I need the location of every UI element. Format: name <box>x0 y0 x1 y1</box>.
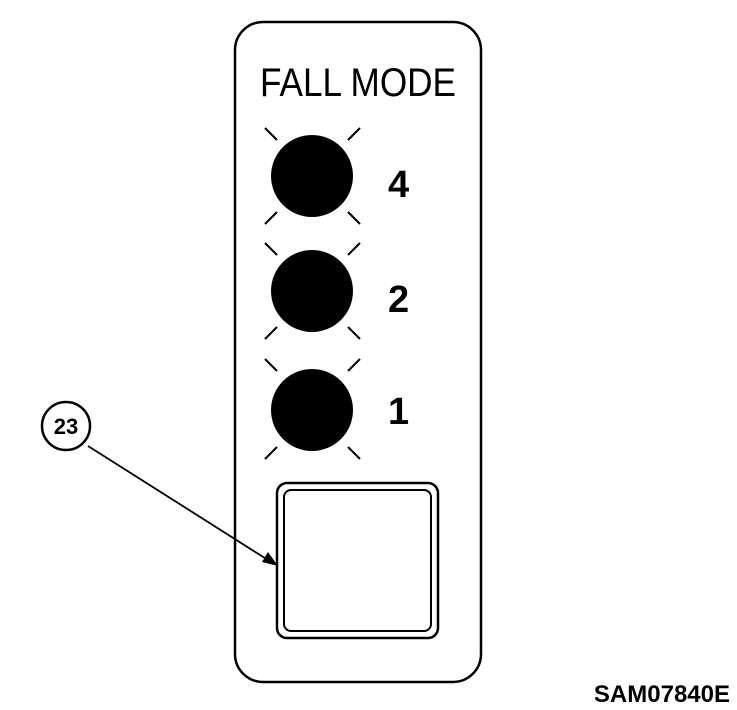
callout-bubble: 23 <box>40 400 92 452</box>
led-indicator-2 <box>264 242 361 340</box>
led-lamp <box>271 250 353 332</box>
led-indicator-4 <box>264 127 361 225</box>
led-label-2: 2 <box>388 279 409 321</box>
callout-number: 23 <box>54 414 78 439</box>
led-label-1: 1 <box>388 391 409 433</box>
fall-mode-switch-button[interactable] <box>275 481 440 640</box>
led-glow-rays <box>264 358 361 460</box>
led-glow-rays <box>264 242 361 340</box>
figure-code: SAM07840E <box>594 681 730 708</box>
panel-frame <box>233 20 483 684</box>
callout-leader-arrow <box>87 445 278 566</box>
led-lamp <box>271 369 353 451</box>
led-label-4: 4 <box>388 164 409 206</box>
led-glow-rays <box>264 127 361 225</box>
led-indicator-1 <box>264 358 361 460</box>
led-lamp <box>271 135 353 217</box>
panel-title: FALL MODE <box>260 61 456 105</box>
